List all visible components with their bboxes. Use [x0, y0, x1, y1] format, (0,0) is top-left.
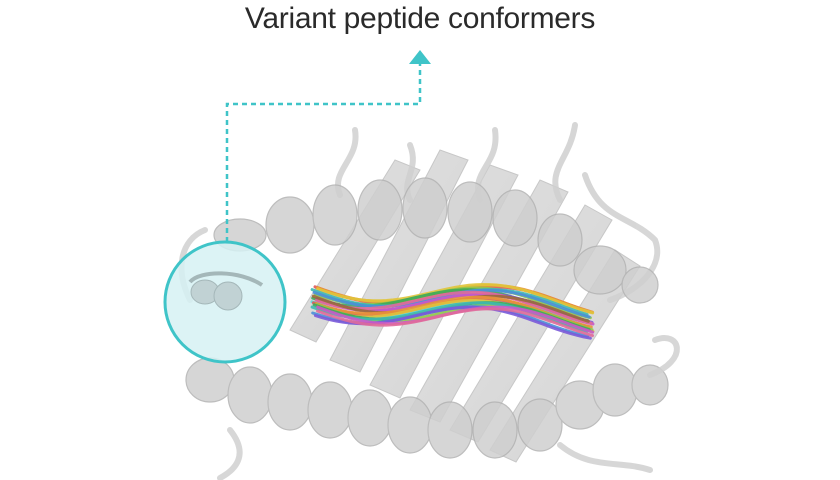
arrow-up-icon: [409, 50, 431, 64]
conformer-strand: [316, 282, 595, 315]
conformer-strand: [316, 307, 594, 338]
lower-helix: [185, 357, 669, 459]
circled-helix: [188, 271, 264, 311]
conformer-bundle: [310, 282, 595, 340]
conformer-strand: [314, 290, 593, 325]
figure-title: Variant peptide conformers: [244, 2, 596, 35]
dashed-connector: [225, 64, 422, 242]
